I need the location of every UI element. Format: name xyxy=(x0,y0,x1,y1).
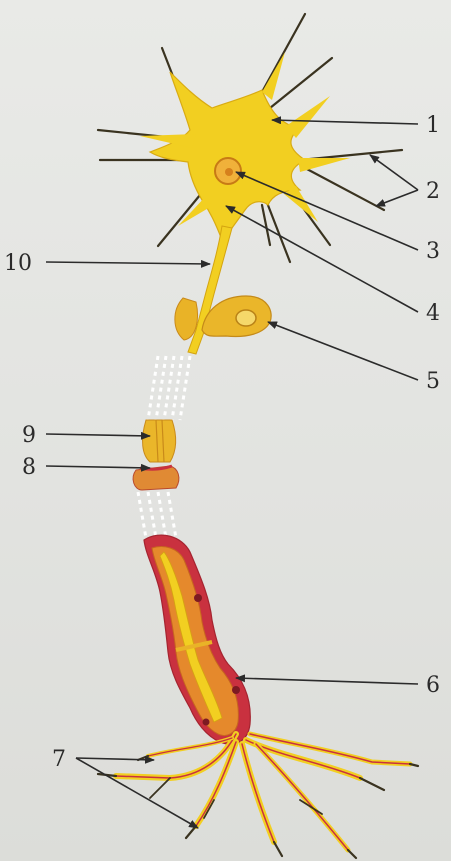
label-1: 1 xyxy=(426,113,440,138)
axon-terminals xyxy=(98,734,418,858)
label-7: 7 xyxy=(52,747,66,772)
label-9: 9 xyxy=(22,423,36,448)
axon-break-upper xyxy=(148,356,190,420)
myelinated-axon xyxy=(144,535,250,744)
label-10: 10 xyxy=(4,251,32,276)
label-4: 4 xyxy=(426,301,440,326)
myelin-segment-upper xyxy=(133,420,179,490)
label-3: 3 xyxy=(426,239,440,264)
label-6: 6 xyxy=(426,673,440,698)
label-5: 5 xyxy=(426,369,440,394)
nucleus xyxy=(215,158,241,184)
axon-break-lower xyxy=(138,492,176,538)
label-2: 2 xyxy=(426,179,440,204)
label-8: 8 xyxy=(22,455,36,480)
